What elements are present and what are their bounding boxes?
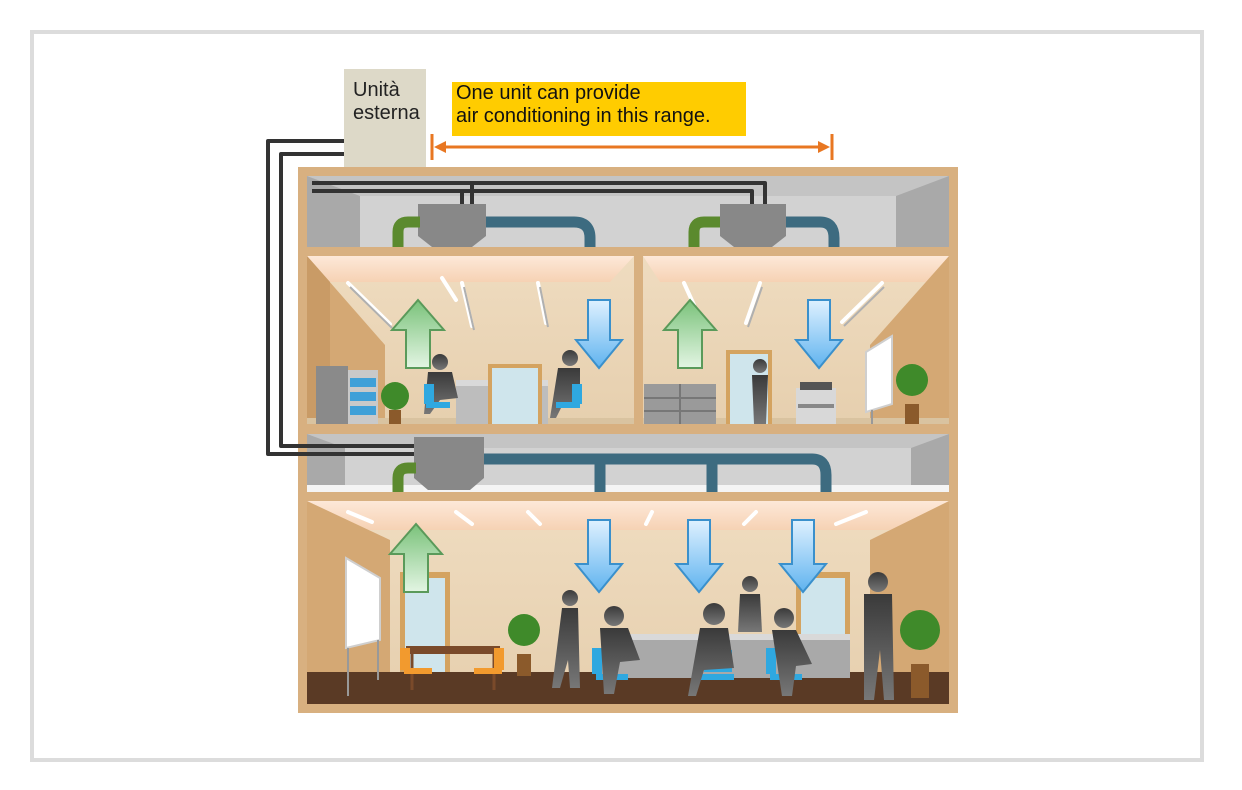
supply-duct-icon (484, 453, 832, 492)
supply-duct-icon (486, 216, 596, 247)
indoor-unit-icon (414, 204, 786, 490)
plant-icon (508, 610, 940, 698)
return-duct-icon (392, 462, 416, 492)
door-icon (488, 364, 542, 424)
supply-airflow-arrow-icon (573, 299, 845, 594)
upper-floor-partition (634, 256, 643, 424)
return-duct-icon (688, 216, 720, 247)
chair-icon (400, 648, 504, 674)
person-icon (752, 359, 768, 424)
range-arrow-icon (430, 134, 834, 160)
whiteboard-icon (345, 556, 381, 696)
return-airflow-arrow-icon (387, 298, 719, 593)
plant-icon (896, 364, 928, 424)
outdoor-unit-label: Unità esterna (353, 79, 420, 124)
cabinet-icon (316, 366, 378, 424)
copier-icon (796, 382, 836, 424)
return-duct-icon (392, 216, 420, 247)
ceiling-light-icon (346, 276, 884, 526)
plant-icon (381, 382, 409, 424)
range-callout: One unit can provide air conditioning in… (452, 82, 746, 136)
whiteboard-icon (865, 334, 893, 424)
chair-icon (424, 384, 582, 408)
cabinet-icon (644, 384, 716, 424)
outdoor-unit-icon (344, 69, 426, 167)
person-icon (552, 572, 894, 700)
supply-duct-icon (786, 216, 840, 247)
